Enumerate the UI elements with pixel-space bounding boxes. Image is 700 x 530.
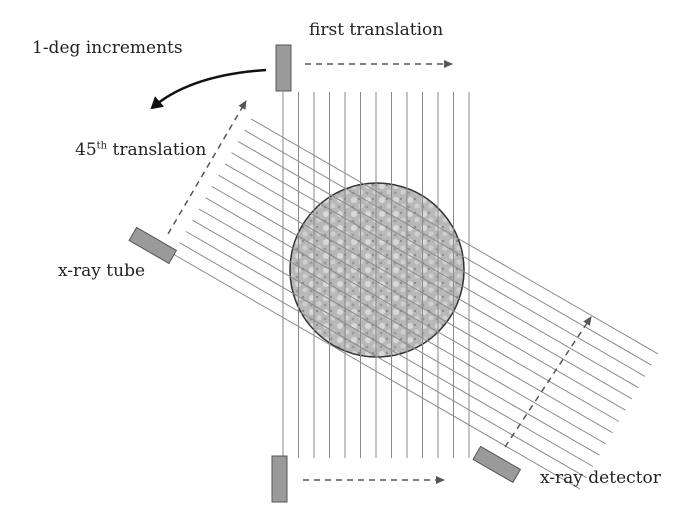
detector-translation-arrow [504,316,592,448]
last-translation-ray [179,242,587,479]
first-detector-block [271,455,288,503]
last-translation-ray [231,152,639,389]
last-translation-ray [205,197,613,434]
last-translation-word: translation [107,140,207,160]
last-translation-ray [218,174,626,411]
x-ray-tube-block [128,226,178,265]
last-translation-label: 45th translation [75,140,206,160]
x-ray-tube-label: x-ray tube [58,261,146,281]
last-translation-number: 45 [75,140,97,160]
last-translation-ray [185,231,594,467]
last-translation-ray [198,208,607,445]
rotation-label: 1-deg increments [32,38,183,58]
rotation-arrow [150,68,267,110]
x-ray-detector-block [472,445,522,484]
last-translation-rays [172,118,659,490]
last-translation-ray [192,219,600,456]
last-translation-ray [224,163,633,400]
tube-translation-arrow [167,100,247,235]
last-translation-ray [244,129,652,366]
last-translation-suffix: th [96,140,108,152]
x-ray-detector-label: x-ray detector [540,468,661,488]
last-translation-ray [172,253,581,490]
last-translation-ray [250,118,659,355]
first-source-block [275,44,292,92]
last-translation-ray [237,140,646,377]
first-translation-label: first translation [309,20,444,40]
last-translation-ray [211,186,620,422]
